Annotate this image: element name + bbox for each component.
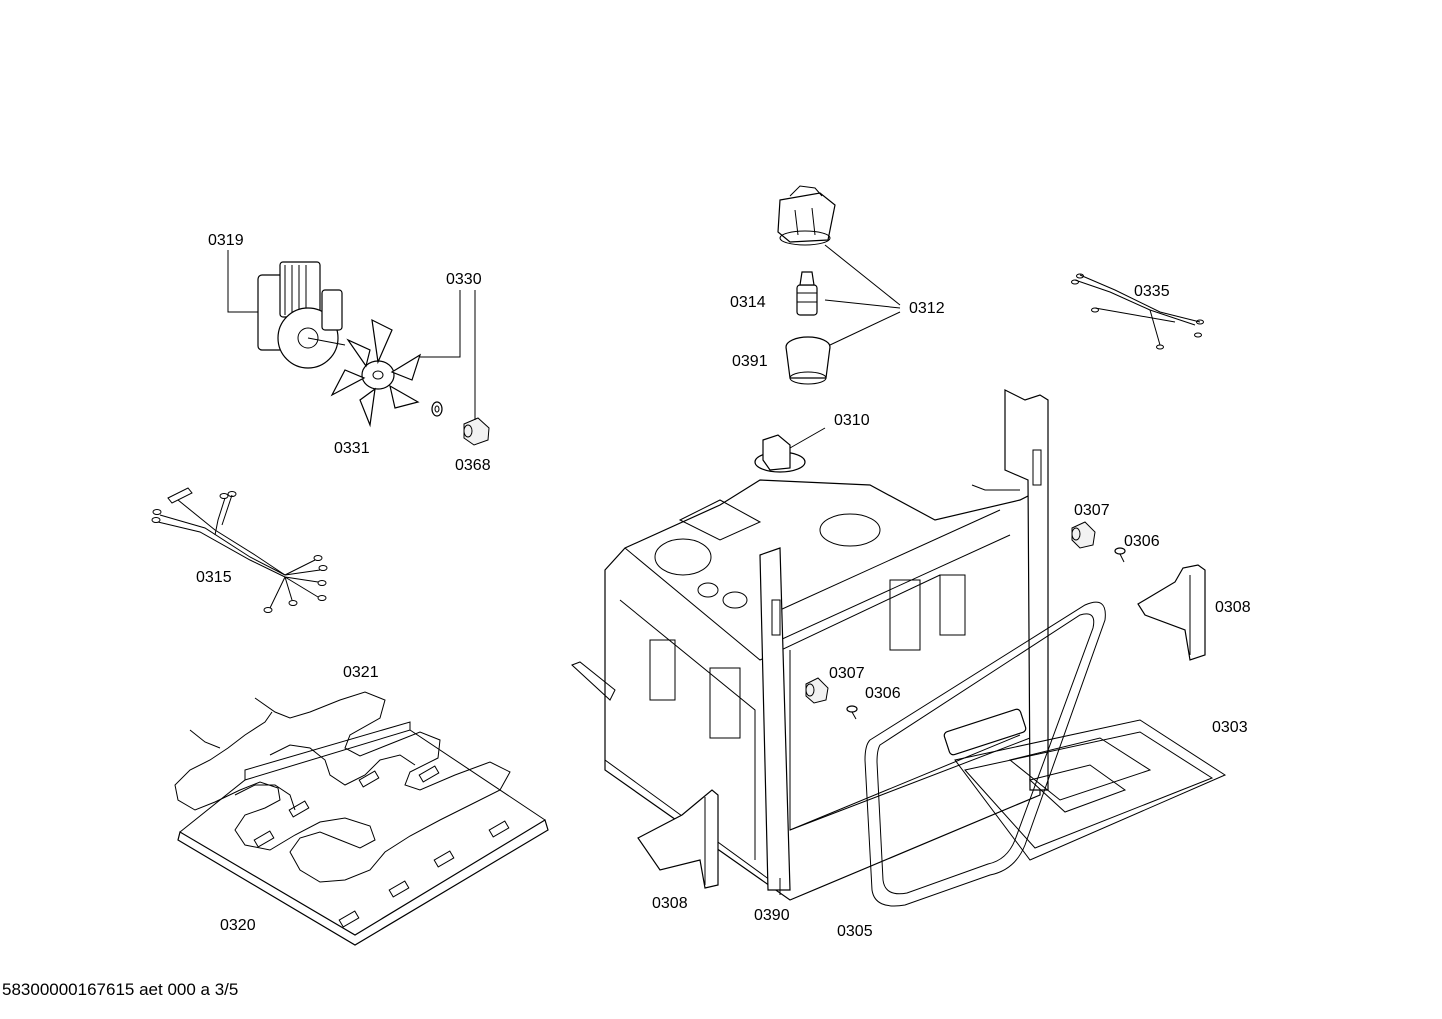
grill-heater-part	[174, 691, 511, 883]
label-0331: 0331	[334, 440, 370, 457]
bottom-tray-part	[177, 721, 549, 946]
label-0390: 0390	[754, 907, 790, 924]
label-0320: 0320	[220, 917, 256, 934]
document-footer-code: 58300000167615 aet 000 a 3/5	[2, 980, 239, 999]
label-0319: 0319	[208, 232, 244, 249]
lamp-holder-part	[777, 185, 836, 246]
label-0310: 0310	[834, 412, 870, 429]
cap-nut-part	[463, 417, 490, 446]
fan-motor-part	[257, 261, 346, 369]
label-0321: 0321	[343, 664, 379, 681]
screw-center-part	[846, 705, 858, 720]
temperature-sensor-part	[754, 427, 826, 473]
grill-element-part	[954, 719, 1227, 861]
screw-right-part	[1114, 547, 1126, 563]
fan-wheel-part	[330, 318, 422, 428]
label-0315: 0315	[196, 569, 232, 586]
label-0305: 0305	[837, 923, 873, 940]
washer-part	[431, 401, 443, 417]
label-0307-center: 0307	[829, 665, 865, 682]
label-0312: 0312	[909, 300, 945, 317]
label-0308-right: 0308	[1215, 599, 1251, 616]
rail-bracket-right-part	[1137, 564, 1206, 661]
cable-harness-part	[151, 487, 328, 613]
small-cable-part	[1071, 273, 1204, 350]
label-0307-right: 0307	[1074, 502, 1110, 519]
label-0368: 0368	[455, 457, 491, 474]
leader-lines-left	[227, 250, 476, 420]
oven-muffle-part	[571, 389, 1049, 901]
ring-heater-part	[864, 601, 1106, 907]
lamp-cap-center-part	[805, 677, 829, 704]
label-0306-right: 0306	[1124, 533, 1160, 550]
label-0303: 0303	[1212, 719, 1248, 736]
leader-lines-lamp	[824, 244, 901, 346]
rail-bracket-left-part	[637, 789, 719, 889]
lamp-bulb-part	[796, 271, 818, 316]
label-0391: 0391	[732, 353, 768, 370]
label-0306-center: 0306	[865, 685, 901, 702]
label-0330: 0330	[446, 271, 482, 288]
lamp-cap-right-part	[1071, 521, 1096, 549]
lamp-cover-part	[785, 336, 831, 385]
label-0308-left: 0308	[652, 895, 688, 912]
label-0314: 0314	[730, 294, 766, 311]
label-0335: 0335	[1134, 283, 1170, 300]
